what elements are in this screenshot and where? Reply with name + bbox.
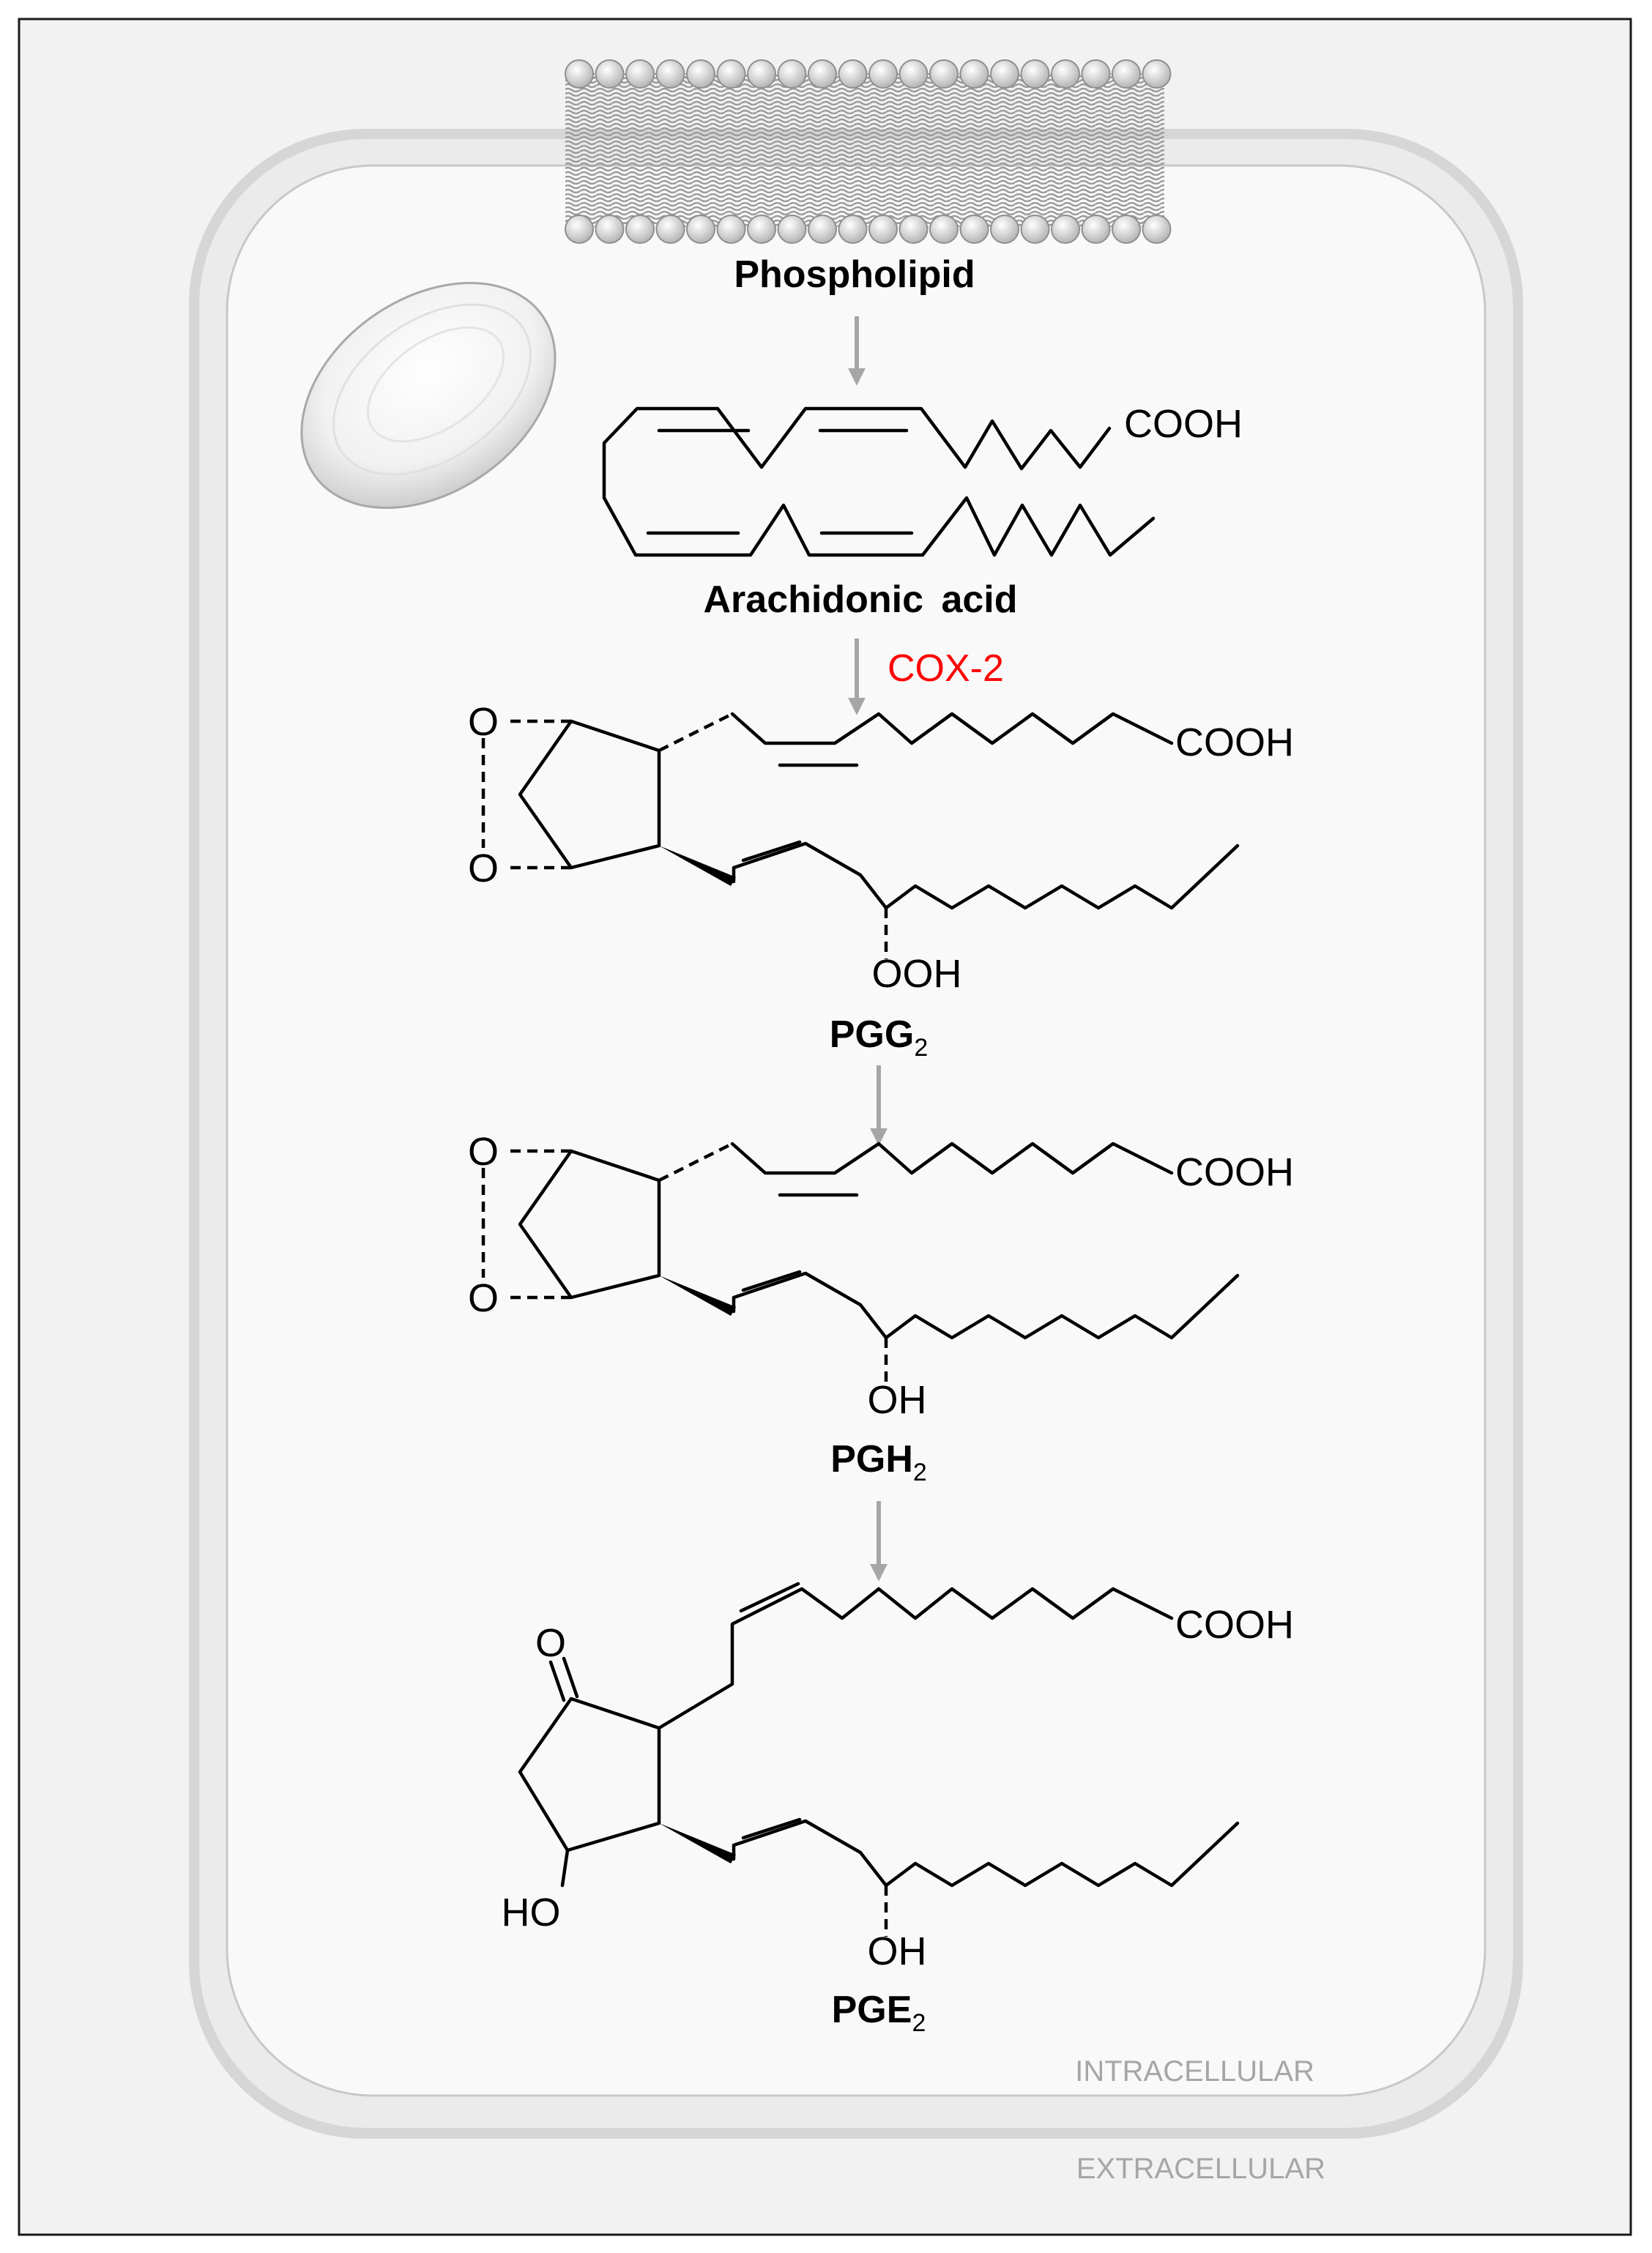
pgg2-o-upper: O xyxy=(468,700,499,744)
lipid-head xyxy=(716,215,746,244)
lipid-head xyxy=(595,59,625,89)
intracellular-label: INTRACELLULAR xyxy=(1075,2055,1314,2088)
pgg2-structure: COOH O O OOH xyxy=(468,700,1294,996)
lipid-head xyxy=(838,59,868,89)
pgh2-o-lower: O xyxy=(468,1276,499,1320)
lipid-head xyxy=(929,215,959,244)
lipid-head xyxy=(898,215,929,244)
lipid-head xyxy=(929,59,959,89)
pgg2-wedge-bond xyxy=(659,846,736,886)
lipid-head xyxy=(1142,59,1172,89)
pge2-label: PGE2 xyxy=(832,1989,926,2037)
lipid-head xyxy=(655,215,685,244)
pgh2-label: PGH2 xyxy=(830,1438,927,1486)
pge2-wedge-bond xyxy=(659,1823,736,1863)
pge2-oh-label: OH xyxy=(868,1929,927,1973)
lipid-head xyxy=(686,215,715,244)
lipid-head xyxy=(777,59,807,89)
lipid-head xyxy=(990,215,1019,244)
arachidonic-acid-structure: COOH xyxy=(602,402,1243,557)
lipid-head xyxy=(1081,215,1111,244)
lipid-head xyxy=(655,59,685,89)
pgh2-o-upper: O xyxy=(468,1130,499,1174)
pgg2-cooh-label: COOH xyxy=(1175,720,1294,764)
extracellular-label: EXTRACELLULAR xyxy=(1076,2153,1325,2185)
pgg2-ooh-label: OOH xyxy=(871,952,961,996)
lipid-head xyxy=(1020,215,1050,244)
aa-cooh-label: COOH xyxy=(1124,402,1243,446)
lipid-head xyxy=(625,59,655,89)
lipid-head xyxy=(1051,59,1080,89)
pgh2-structure: COOH O O OH xyxy=(468,1130,1294,1422)
arachidonic-acid-label: Arachidonic acid xyxy=(704,578,1018,621)
lipid-head xyxy=(959,59,989,89)
pge2-ho-label: HO xyxy=(502,1891,561,1934)
lipid-head xyxy=(595,215,625,244)
cox2-enzyme-label: COX-2 xyxy=(888,647,1004,690)
lipid-head xyxy=(716,59,746,89)
pge2-structure: COOH O HO OH xyxy=(502,1582,1294,1973)
lipid-head xyxy=(838,215,868,244)
lipid-head xyxy=(1112,215,1141,244)
lipid-head xyxy=(1112,59,1141,89)
lipid-head xyxy=(777,215,807,244)
pgh2-wedge-bond xyxy=(659,1276,736,1316)
pgh2-oh-label: OH xyxy=(868,1378,927,1422)
lipid-head xyxy=(1142,215,1172,244)
pge2-cooh-label: COOH xyxy=(1175,1603,1294,1647)
phospholipid-label: Phospholipid xyxy=(734,253,975,296)
lipid-head xyxy=(565,215,594,244)
lipid-heads-top xyxy=(565,59,1172,89)
lipid-head xyxy=(747,59,776,89)
pgg2-label: PGG2 xyxy=(830,1013,929,1062)
lipid-head xyxy=(959,215,989,244)
lipid-head xyxy=(1051,215,1080,244)
lipid-head xyxy=(808,215,837,244)
phospholipid-bilayer xyxy=(565,59,1172,244)
lipid-head xyxy=(1020,59,1050,89)
lipid-head xyxy=(868,215,898,244)
pgg2-o-lower: O xyxy=(468,846,499,890)
lipid-heads-bottom xyxy=(565,215,1172,244)
lipid-head xyxy=(565,59,594,89)
lipid-head xyxy=(747,215,776,244)
lipid-head xyxy=(625,215,655,244)
pge2-keto-o: O xyxy=(535,1621,566,1665)
lipid-head xyxy=(686,59,715,89)
lipid-head xyxy=(1081,59,1111,89)
lipid-head xyxy=(808,59,837,89)
lipid-head xyxy=(990,59,1019,89)
lipid-head xyxy=(868,59,898,89)
lipid-head xyxy=(898,59,929,89)
organelle-icon xyxy=(300,281,557,510)
pgh2-cooh-label: COOH xyxy=(1175,1150,1294,1194)
